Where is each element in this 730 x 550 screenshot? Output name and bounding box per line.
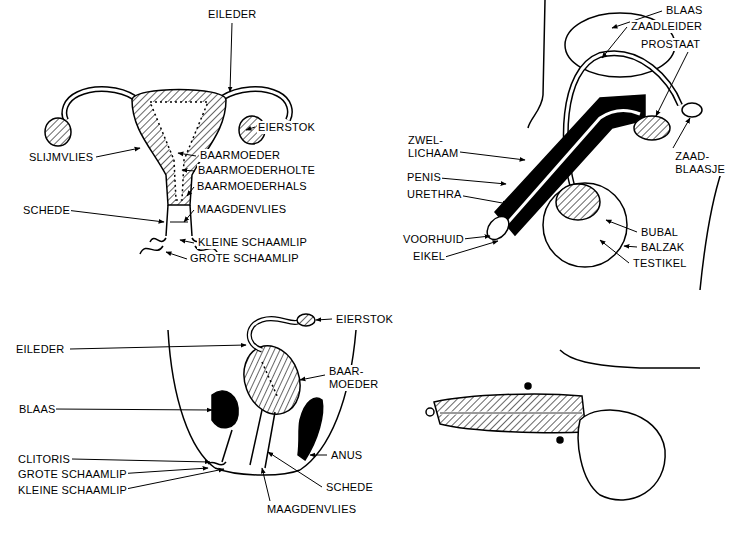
part-label: PROSTAAT xyxy=(640,38,701,51)
part-label: PENIS xyxy=(406,171,442,184)
part-label: EILEDER xyxy=(207,8,257,21)
part-label: BAAR- MOEDER xyxy=(328,365,379,391)
part-label: SCHEDE xyxy=(325,481,374,494)
part-label: GROTE SCHAAMLIP xyxy=(17,468,128,481)
part-label: VOORHUID xyxy=(402,233,465,246)
part-label: BAARMOEDERHALS xyxy=(196,180,308,193)
part-label: MAAGDENVLIES xyxy=(266,503,357,516)
part-label: URETHRA xyxy=(406,188,463,201)
part-label: ZWEL- LICHAAM xyxy=(407,134,459,160)
part-label: EIKEL xyxy=(412,250,446,263)
part-label: EILEDER xyxy=(15,343,65,356)
part-label: EIERSTOK xyxy=(335,313,394,326)
part-label: ANUS xyxy=(330,449,363,462)
part-label: BLAAS xyxy=(18,403,56,416)
male-side-figure xyxy=(483,0,722,290)
part-label: BLAAS xyxy=(665,4,703,17)
part-label: BAARMOEDER xyxy=(199,149,281,162)
female-side-figure xyxy=(168,314,356,475)
penis-side-figure xyxy=(426,350,700,500)
part-label: ZAAD- BLAASJE xyxy=(674,150,726,176)
part-label: CLITORIS xyxy=(17,453,71,466)
part-label: MAAGDENVLIES xyxy=(196,203,287,216)
part-label: BAARMOEDERHOLTE xyxy=(197,164,316,177)
part-label: TESTIKEL xyxy=(632,257,688,270)
leader-lines xyxy=(53,11,690,501)
part-label: EIERSTOK xyxy=(257,121,316,134)
part-label: SLIJMVLIES xyxy=(28,151,94,164)
part-label: KLEINE SCHAAMLIP xyxy=(17,484,128,497)
part-label: KLEINE SCHAAMLIP xyxy=(197,236,308,249)
part-label: ZAADLEIDER xyxy=(630,20,703,33)
part-label: BUBAL xyxy=(640,226,679,239)
part-label: SCHEDE xyxy=(22,204,71,217)
part-label: GROTE SCHAAMLIP xyxy=(189,252,300,265)
part-label: BALZAK xyxy=(640,241,685,254)
